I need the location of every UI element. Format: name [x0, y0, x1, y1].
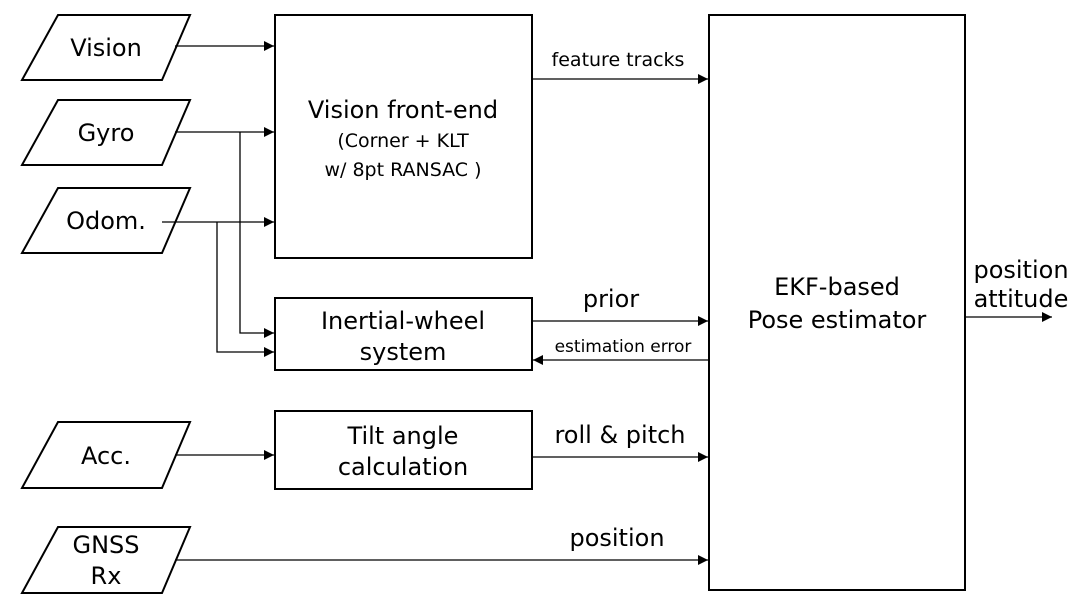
input-gyro-label: Gyro: [78, 119, 135, 147]
inertial-wheel-line2: system: [360, 338, 447, 366]
ekf-line2: Pose estimator: [748, 306, 927, 334]
tilt-angle-line2: calculation: [338, 453, 468, 481]
ekf-line1: EKF-based: [774, 273, 900, 301]
block-ekf-pose-estimator: EKF-based Pose estimator: [708, 14, 966, 591]
arrow-odom-to-inertial: [216, 222, 274, 357]
input-gnss-label-line1: GNSS: [72, 531, 139, 559]
vision-frontend-line2: (Corner + KLT: [337, 130, 469, 152]
output-label-position: position: [973, 256, 1068, 284]
arrow-gyro-to-inertial: [239, 132, 274, 338]
input-vision: Vision: [20, 14, 192, 81]
edge-label-prior: prior: [583, 285, 639, 313]
input-vision-label: Vision: [70, 34, 142, 62]
connections: [162, 41, 1052, 565]
input-gyro: Gyro: [20, 99, 192, 166]
input-acc-label: Acc.: [81, 442, 131, 470]
output-label-attitude: attitude: [974, 285, 1069, 313]
edge-label-roll-pitch: roll & pitch: [554, 421, 685, 449]
block-tilt-angle: Tilt angle calculation: [274, 410, 533, 490]
inertial-wheel-line1: Inertial-wheel: [321, 307, 485, 335]
edge-label-position: position: [569, 524, 664, 552]
block-inertial-wheel: Inertial-wheel system: [274, 297, 533, 371]
input-odom: Odom.: [20, 187, 192, 254]
edge-label-feature-tracks: feature tracks: [552, 49, 685, 71]
vision-frontend-title: Vision front-end: [308, 96, 498, 124]
input-odom-label: Odom.: [66, 207, 146, 235]
block-vision-frontend: Vision front-end (Corner + KLT w/ 8pt RA…: [274, 14, 533, 259]
input-gnss-label-line2: Rx: [91, 562, 122, 590]
edge-label-estimation-error: estimation error: [555, 337, 692, 357]
tilt-angle-line1: Tilt angle: [347, 422, 459, 450]
input-gnss: GNSS Rx: [20, 526, 192, 594]
vision-frontend-line3: w/ 8pt RANSAC ): [324, 159, 481, 181]
input-acc: Acc.: [20, 421, 192, 489]
